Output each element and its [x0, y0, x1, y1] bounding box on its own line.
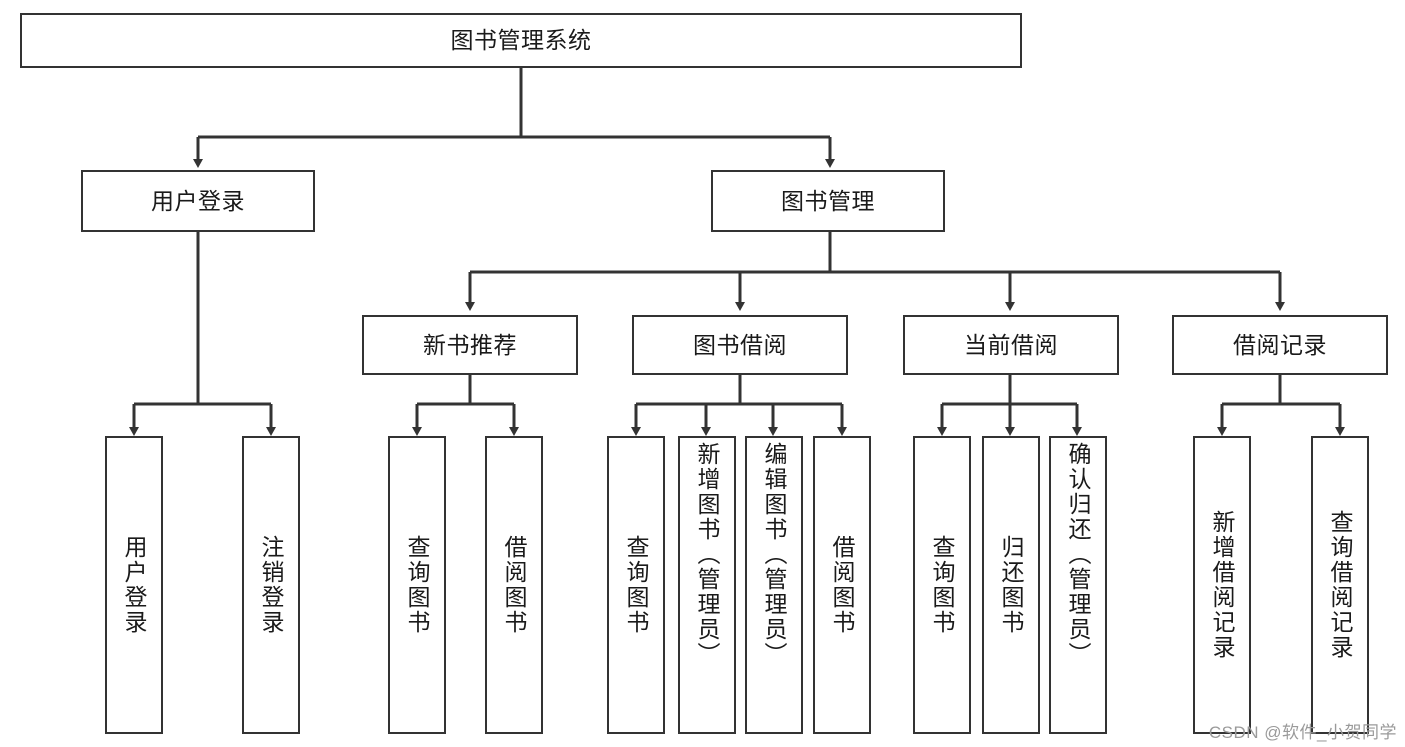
- node-user-login[interactable]: 用户登录: [81, 170, 315, 232]
- connector-group-borrow-record: [1217, 375, 1345, 436]
- leaf-current-borrow-return[interactable]: 归还图书: [982, 436, 1040, 734]
- node-label: 查询图书: [623, 535, 650, 635]
- node-label: 新书推荐: [423, 331, 517, 358]
- node-current-borrow[interactable]: 当前借阅: [903, 315, 1119, 375]
- leaf-user-login-logout[interactable]: 注销登录: [242, 436, 300, 734]
- connector-group-book-manage: [465, 232, 1285, 311]
- leaf-book-borrow-query[interactable]: 查询图书: [607, 436, 665, 734]
- node-label: 新增借阅记录: [1209, 510, 1236, 660]
- node-new-book-recommend[interactable]: 新书推荐: [362, 315, 578, 375]
- node-label: 新增图书（管理员）: [694, 442, 721, 667]
- node-label: 归还图书: [998, 535, 1025, 635]
- connector-group-current-borrow: [937, 375, 1082, 436]
- node-borrow-record[interactable]: 借阅记录: [1172, 315, 1388, 375]
- node-book-management[interactable]: 图书管理: [711, 170, 945, 232]
- node-label: 确认归还（管理员）: [1065, 442, 1092, 667]
- leaf-current-borrow-confirm-return[interactable]: 确认归还（管理员）: [1049, 436, 1107, 734]
- node-label: 用户登录: [121, 535, 148, 635]
- node-label: 图书借阅: [693, 331, 787, 358]
- node-label: 图书管理: [781, 187, 875, 214]
- node-label: 编辑图书（管理员）: [761, 442, 788, 667]
- leaf-borrow-record-query[interactable]: 查询借阅记录: [1311, 436, 1369, 734]
- node-label: 当前借阅: [964, 331, 1058, 358]
- connector-group-book-borrow: [631, 375, 847, 436]
- leaf-new-book-borrow[interactable]: 借阅图书: [485, 436, 543, 734]
- connector-group-new-book: [412, 375, 519, 436]
- watermark-text: CSDN @软件_小贺同学: [1208, 723, 1397, 742]
- leaf-current-borrow-query[interactable]: 查询图书: [913, 436, 971, 734]
- leaf-book-borrow-edit[interactable]: 编辑图书（管理员）: [745, 436, 803, 734]
- leaf-borrow-record-add[interactable]: 新增借阅记录: [1193, 436, 1251, 734]
- node-label: 图书管理系统: [450, 27, 592, 54]
- node-label: 借阅图书: [501, 535, 528, 635]
- node-label: 查询图书: [404, 535, 431, 635]
- leaf-book-borrow-borrow[interactable]: 借阅图书: [813, 436, 871, 734]
- node-label: 用户登录: [151, 187, 245, 214]
- leaf-book-borrow-add[interactable]: 新增图书（管理员）: [678, 436, 736, 734]
- leaf-new-book-query[interactable]: 查询图书: [388, 436, 446, 734]
- leaf-user-login-login[interactable]: 用户登录: [105, 436, 163, 734]
- connector-group-user-login: [129, 232, 276, 436]
- connector-group-root: [193, 68, 835, 168]
- node-label: 借阅记录: [1233, 331, 1327, 358]
- node-label: 查询图书: [929, 535, 956, 635]
- node-label: 借阅图书: [829, 535, 856, 635]
- node-book-borrow[interactable]: 图书借阅: [632, 315, 848, 375]
- node-root-library-system[interactable]: 图书管理系统: [20, 13, 1022, 68]
- node-label: 注销登录: [258, 535, 285, 635]
- node-label: 查询借阅记录: [1327, 510, 1354, 660]
